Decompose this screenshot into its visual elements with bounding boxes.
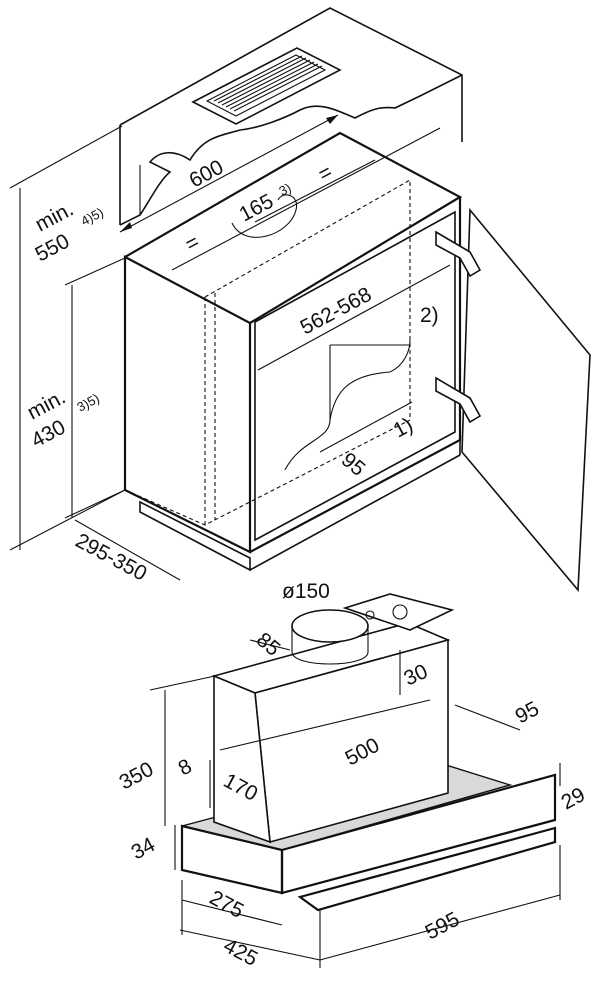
- label-inner-depth: 95: [337, 448, 370, 481]
- label-panel-depth-inner: 275: [206, 886, 248, 923]
- label-hood-height: 350: [116, 758, 158, 795]
- cooker-hood: [149, 593, 561, 968]
- label-inner-width: 562-568: [297, 283, 376, 339]
- label-equal-right: =: [315, 160, 337, 186]
- ceiling-panel: [119, 7, 463, 226]
- label-min-value-top: 550: [32, 230, 74, 267]
- label-min-note-top: 4)5): [78, 205, 105, 229]
- label-panel-width: 595: [422, 908, 464, 945]
- label-cabinet-depth: 295-350: [72, 529, 151, 585]
- label-wall-width: 600: [186, 156, 228, 193]
- label-equal-left: =: [182, 230, 204, 256]
- label-front-offset: 95: [512, 697, 543, 728]
- wall-cabinet: [123, 131, 463, 572]
- label-collar-offset: 85: [252, 628, 285, 661]
- label-panel-height: 34: [128, 833, 160, 864]
- ceiling-vent-grille: [191, 47, 342, 125]
- label-note-2: 2): [420, 304, 439, 327]
- label-note-1: 1): [390, 413, 417, 442]
- label-min-top: min.: [32, 197, 78, 236]
- label-side-offset: 8: [175, 755, 196, 781]
- label-duct-diameter: ø150: [282, 580, 330, 603]
- label-min-mid: min.: [24, 385, 70, 424]
- dimension-lines-top: [9, 114, 451, 581]
- label-trim-height: 29: [558, 783, 589, 814]
- cabinet-door: [435, 207, 591, 593]
- label-duct-offset: 165: [236, 190, 278, 227]
- label-min-note-mid: 3)5): [74, 391, 101, 415]
